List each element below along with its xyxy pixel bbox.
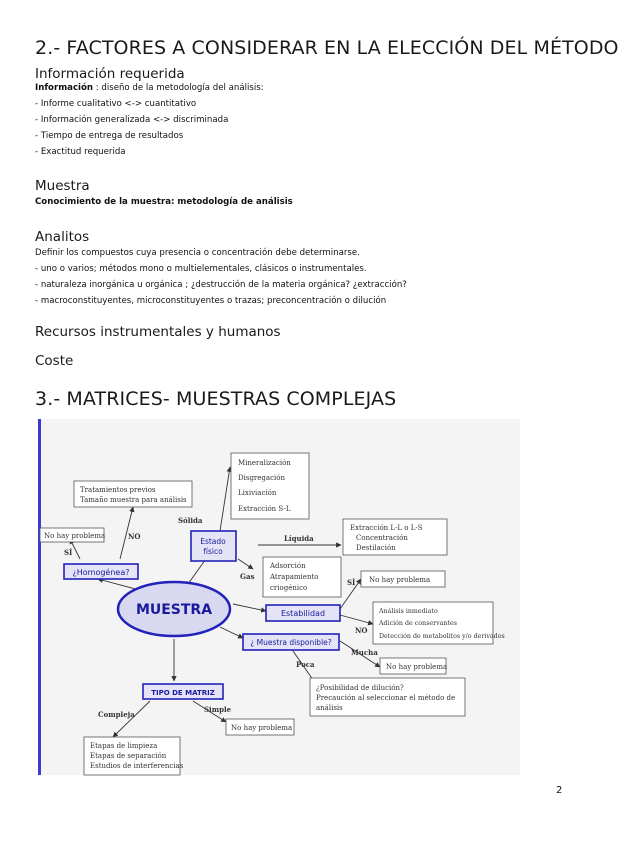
solida-item: Disgregación (238, 474, 285, 482)
analitos-heading: Analitos (35, 229, 90, 245)
tratamientos-text: Tratamientos previos (80, 486, 156, 494)
homogenea-node (63, 563, 139, 580)
poca-list-item: análisis (316, 704, 343, 712)
si-label: SÍ (347, 578, 355, 587)
page-number: 2 (556, 785, 563, 796)
solida-item: Lixiviación (238, 489, 277, 497)
estabilidad-node (265, 604, 341, 622)
poca-list-item: Precaución al seleccionar el método de (316, 694, 455, 702)
analitos-item: - uno o varios; métodos mono o multielem… (35, 264, 367, 274)
compleja-list-item: Etapas de separación (90, 752, 167, 760)
compleja-list-item: Etapas de limpieza (90, 742, 157, 750)
left-edge-bar (38, 419, 41, 775)
section-2-title: 2.- FACTORES A CONSIDERAR EN LA ELECCIÓN… (35, 37, 619, 59)
info-item: - Exactitud requerida (35, 147, 126, 157)
poca-list-item: ¿Posibilidad de dilución? (316, 684, 404, 692)
solida-item: Mineralización (238, 459, 291, 467)
no-hay-problema-text: No hay problema (44, 532, 105, 540)
compleja-label: Compleja (98, 710, 135, 719)
no-label: NO (355, 626, 368, 635)
no-hay-problema-text: No hay problema (231, 724, 292, 732)
homogenea-label: ¿Homogénea? (73, 567, 130, 577)
muestra-label: MUESTRA (136, 602, 212, 618)
no-label: NO (128, 532, 141, 541)
solida-item: Extracción S-L (238, 505, 291, 513)
liquida-label: Líquida (284, 534, 314, 543)
tratamientos-text: Tamaño muestra para análisis (80, 496, 187, 504)
liquida-item: Concentración (356, 534, 408, 542)
disponible-node (242, 633, 340, 651)
no-list-item: Adición de conservantes (378, 620, 457, 627)
liquida-item: Extracción L-L o L-S (350, 524, 423, 532)
matrices-diagram: MUESTRA ¿Homogénea? Estado físico Estabi… (38, 419, 520, 776)
no-list-item: Detección de metabolitos y/o derivados (379, 633, 505, 640)
tipo-matriz-node (142, 683, 224, 700)
info-item: - Informe cualitativo <-> cuantitativo (35, 99, 197, 109)
diagram-boxes (39, 452, 494, 776)
si-label: SÍ (64, 548, 72, 557)
gas-item: Atrapamiento (269, 573, 318, 581)
section-3-title: 3.- MATRICES- MUESTRAS COMPLEJAS (35, 388, 397, 410)
info-item: - Tiempo de entrega de resultados (35, 131, 184, 141)
estabilidad-label: Estabilidad (281, 609, 325, 618)
analitos-item: - naturaleza inorgánica u orgánica ; ¿de… (35, 280, 407, 290)
info-heading: Información requerida (35, 66, 185, 82)
estado-label-2: físico (203, 547, 223, 556)
info-text: : diseño de la metodología del análisis: (93, 83, 264, 93)
estado-label-1: Estado (200, 537, 226, 546)
coste-heading: Coste (35, 353, 74, 369)
solida-label: Sólida (178, 516, 203, 525)
muestra-node (116, 580, 232, 638)
compleja-list-item: Estudios de interferencias (90, 762, 184, 770)
gas-item: Adsorción (269, 562, 306, 570)
analitos-item: Definir los compuestos cuya presencia o … (35, 248, 360, 258)
analitos-item: - macroconstituyentes, microconstituyent… (35, 296, 387, 306)
no-hay-problema-text: No hay problema (369, 576, 430, 584)
recursos-heading: Recursos instrumentales y humanos (35, 324, 281, 340)
mucha-label: Mucha (351, 648, 378, 657)
info-line: Información : diseño de la metodología d… (35, 83, 264, 93)
gas-item: criogénico (270, 584, 307, 592)
disponible-label: ¿ Muestra disponible? (250, 638, 332, 647)
info-item: - Información generalizada <-> discrimin… (35, 115, 229, 125)
gas-label: Gas (240, 572, 255, 581)
info-label: Información (35, 83, 94, 93)
no-hay-problema-text: No hay problema (386, 663, 447, 671)
poca-label: Poca (296, 660, 315, 669)
no-list-item: Análisis inmediato (378, 608, 438, 615)
estado-fisico-node (190, 530, 237, 562)
muestra-heading: Muestra (35, 178, 90, 194)
liquida-item: Destilación (356, 544, 396, 552)
tipo-matriz-label: TIPO DE MATRIZ (151, 689, 215, 697)
simple-label: Simple (204, 705, 232, 714)
muestra-line: Conocimiento de la muestra: metodología … (35, 197, 293, 207)
